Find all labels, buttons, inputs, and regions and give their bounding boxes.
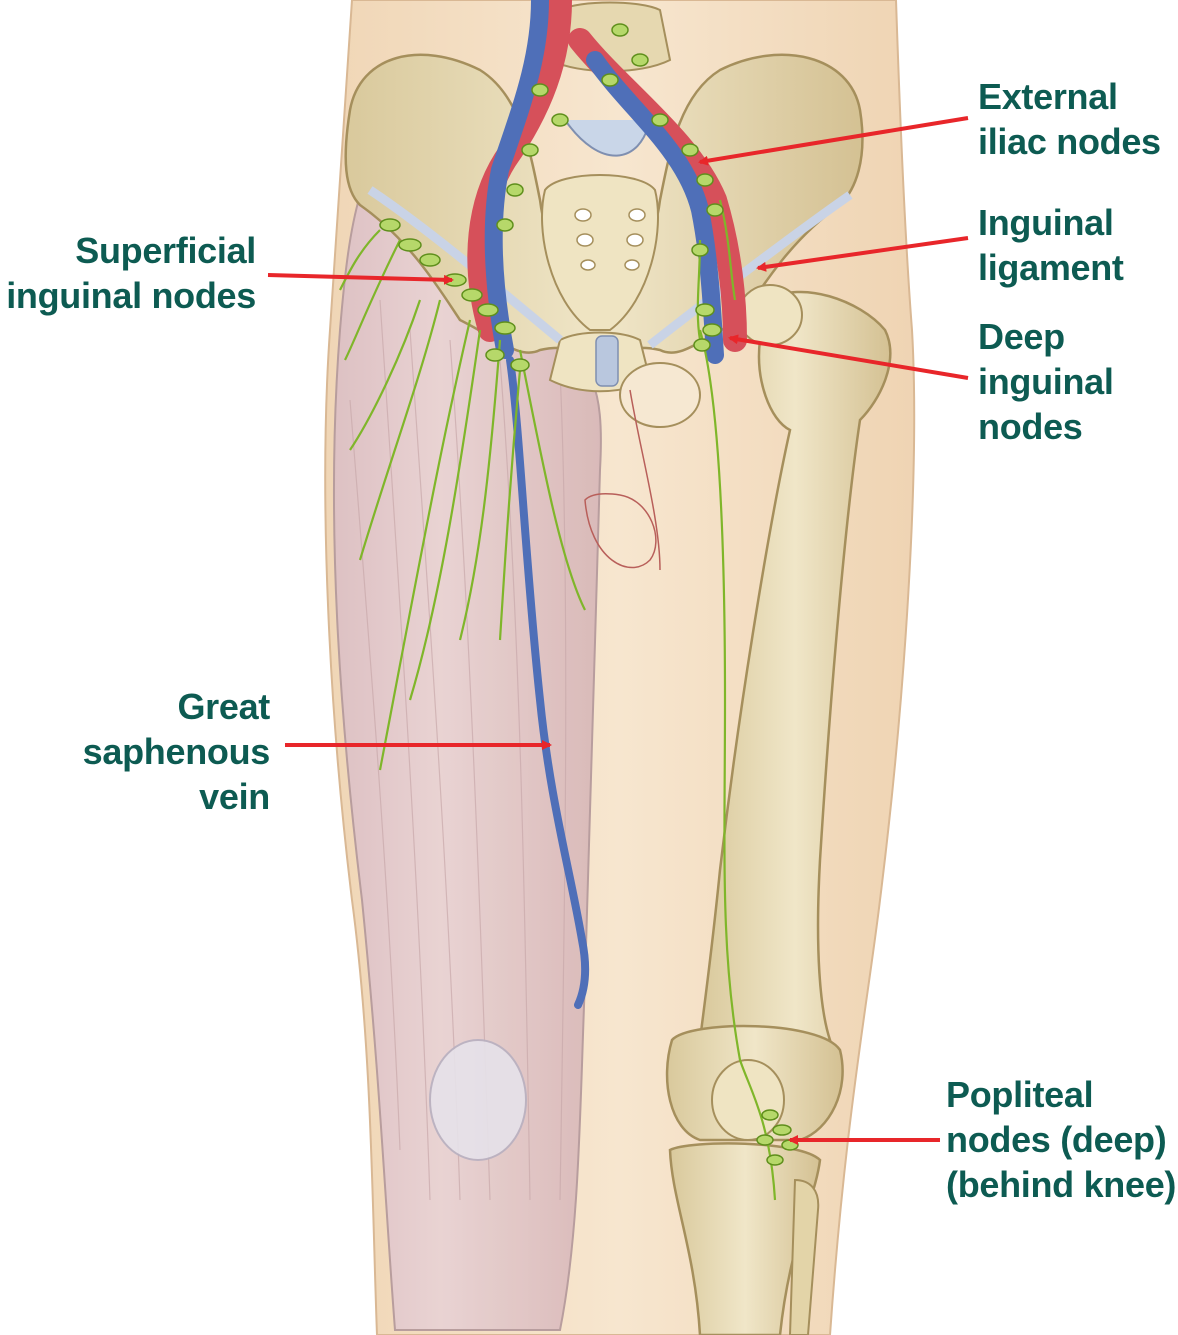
label-line: vein <box>199 776 270 817</box>
label-deep-inguinal-nodes: Deep inguinal nodes <box>978 314 1114 449</box>
label-inguinal-ligament: Inguinal ligament <box>978 200 1124 290</box>
label-external-iliac-nodes: External iliac nodes <box>978 74 1161 164</box>
label-superficial-inguinal-nodes: Superficial inguinal nodes <box>6 228 256 318</box>
left-femur <box>665 284 892 1335</box>
muscle-fibers <box>349 299 567 1201</box>
pointer-arrows <box>267 116 969 1145</box>
great-saphenous-vein-path <box>506 356 590 1009</box>
genital-outline <box>584 389 661 571</box>
label-line: inguinal <box>978 361 1114 402</box>
label-line: ligament <box>978 247 1124 288</box>
label-line: Popliteal <box>946 1074 1094 1115</box>
label-line: External <box>978 76 1118 117</box>
label-line: inguinal nodes <box>6 275 256 316</box>
label-popliteal-nodes: Popliteal nodes (deep) (behind knee) <box>946 1072 1176 1207</box>
lymphatic-vessels <box>339 199 777 1201</box>
arrow-inguinal-ligament <box>756 236 969 272</box>
arrow-external-iliac <box>698 116 969 166</box>
arrow-deep-inguinal <box>728 334 969 380</box>
label-great-saphenous-vein: Great saphenous vein <box>82 684 271 819</box>
right-patella <box>429 1039 527 1161</box>
label-line: Inguinal <box>978 202 1114 243</box>
label-line: iliac nodes <box>978 121 1161 162</box>
inguinal-ligament-right <box>367 186 563 344</box>
label-line: (behind knee) <box>946 1164 1177 1205</box>
label-line: Deep <box>978 316 1065 357</box>
label-line: saphenous <box>82 731 271 772</box>
label-line: Superficial <box>75 230 256 271</box>
arrow-superficial-inguinal <box>267 273 454 285</box>
label-line: nodes (deep) <box>946 1119 1167 1160</box>
label-line: Great <box>177 686 270 727</box>
lymph-nodes <box>379 23 799 1166</box>
label-line: nodes <box>978 406 1083 447</box>
